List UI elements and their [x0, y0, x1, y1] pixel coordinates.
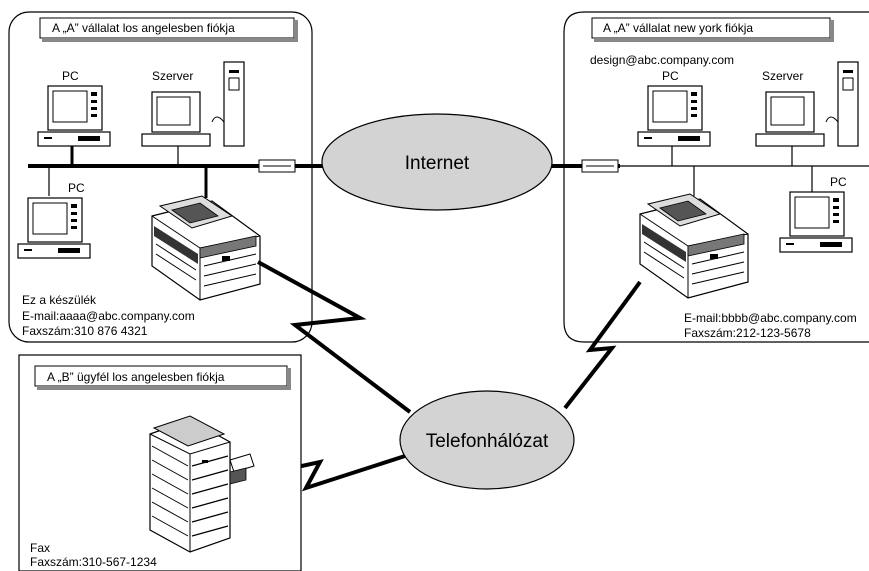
la-phone-line — [257, 260, 412, 414]
la-pc-label-bottom: PC — [68, 181, 85, 195]
la-pc-bottom-icon — [17, 197, 91, 259]
phone-network-cloud — [399, 390, 575, 490]
la-pc-top-icon — [37, 85, 111, 147]
la-server-label: Szerver — [152, 69, 193, 83]
la-pc-label-top: PC — [62, 69, 79, 83]
ny-server-label: Szerver — [762, 69, 803, 83]
ny-pc-top-icon — [637, 85, 711, 147]
la-device-email: E-mail:aaaa@abc.company.com — [22, 309, 195, 323]
ny-pc-label-right: PC — [830, 175, 847, 189]
internet-cloud — [321, 113, 553, 211]
la-office-title: A „A” vállalat los angelesben fiókja — [52, 21, 235, 35]
client-b-fax-label: Fax — [30, 541, 50, 555]
ny-device-fax: Faxszám:212-123-5678 — [684, 326, 811, 340]
internet-label: Internet — [405, 153, 470, 174]
ny-pc-right-icon — [779, 191, 853, 253]
la-device-line1: Ez a készülék — [22, 293, 97, 307]
ny-phone-line — [563, 280, 642, 410]
client-b-fax-number: Faxszám:310-567-1234 — [30, 555, 157, 569]
ny-email-top: design@abc.company.com — [590, 53, 734, 67]
client-b-title: A „B” ügyfél los angelesben fiókja — [47, 370, 225, 384]
ny-office-title: A „A” vállalat new york fiókja — [603, 21, 753, 35]
ny-pc-label-top: PC — [662, 69, 679, 83]
ny-device-email: E-mail:bbbb@abc.company.com — [684, 311, 857, 325]
la-device-fax: Faxszám:310 876 4321 — [22, 324, 148, 338]
phone-network-label: Telefonhálózat — [426, 431, 549, 452]
